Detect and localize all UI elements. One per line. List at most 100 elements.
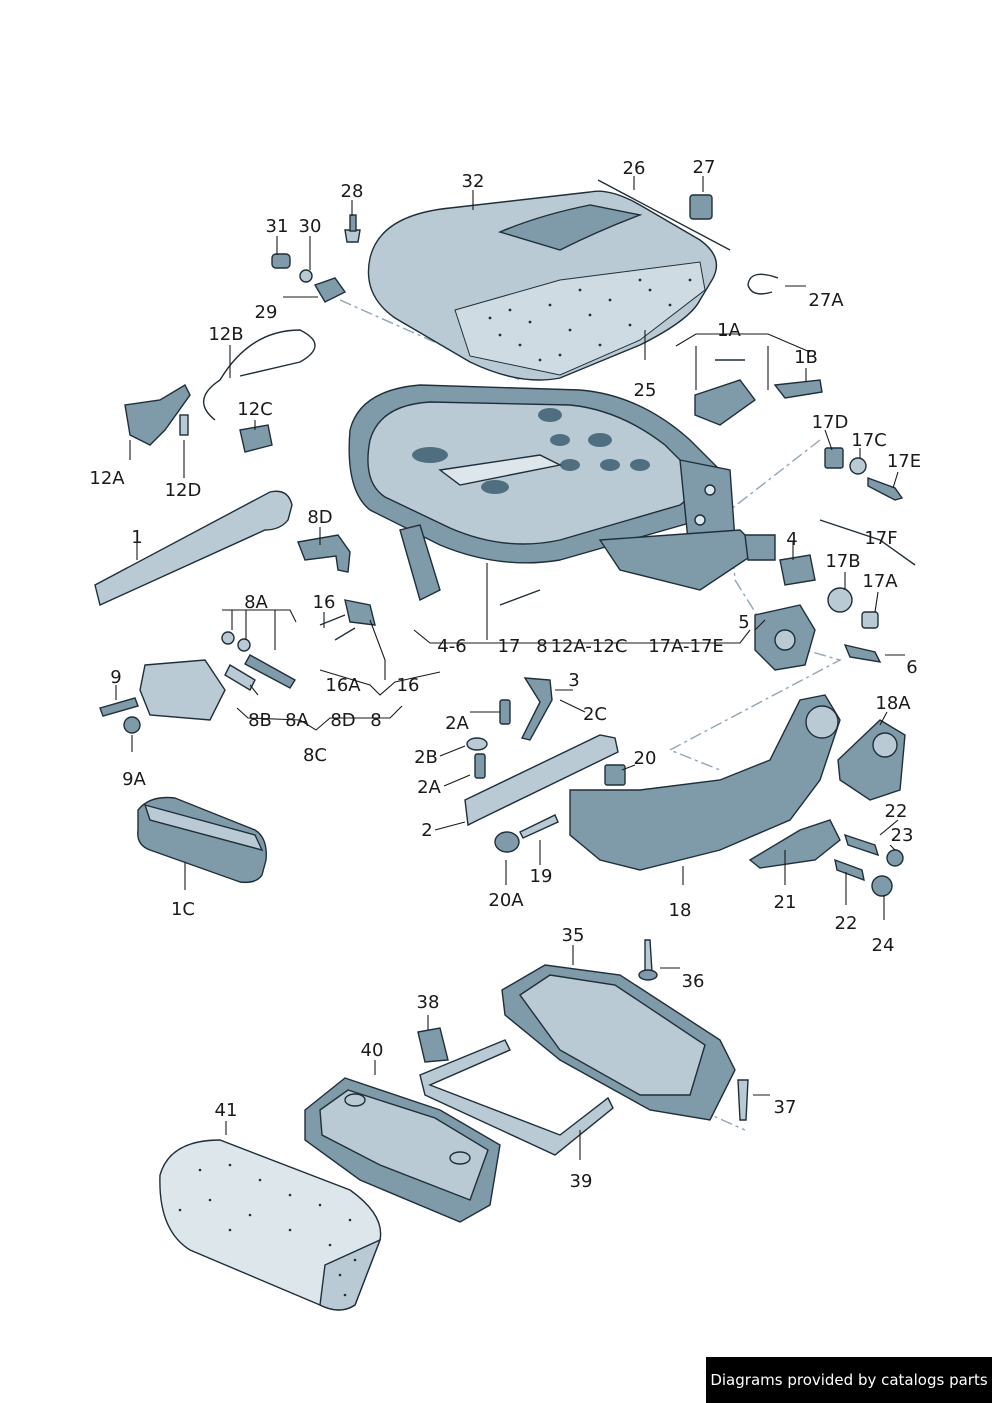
label-12D: 12D	[165, 480, 202, 501]
label-22-lower: 22	[835, 913, 858, 934]
label-31: 31	[266, 216, 289, 237]
label-38: 38	[417, 992, 440, 1013]
label-9A: 9A	[122, 769, 146, 790]
label-22-upper: 22	[885, 801, 908, 822]
label-20: 20	[634, 748, 657, 769]
label-35: 35	[562, 925, 585, 946]
bracket-1A	[694, 359, 756, 426]
label-17E: 17E	[887, 451, 921, 472]
rivet-36	[638, 939, 658, 981]
cap-8D	[297, 534, 351, 573]
screw-2A	[474, 699, 511, 779]
label-1B: 1B	[794, 347, 818, 368]
label-2A-upper: 2A	[445, 713, 469, 734]
clip-38	[417, 1027, 449, 1063]
label-1A: 1A	[717, 320, 741, 341]
label-16-upper: 16	[313, 592, 336, 613]
pin-16	[319, 599, 376, 641]
label-9: 9	[110, 667, 121, 688]
label-17D: 17D	[812, 412, 849, 433]
label-8A-lower: 8A	[285, 710, 309, 731]
seat-mechanism-17	[598, 447, 916, 629]
label-26: 26	[623, 158, 646, 179]
cable-assembly-12	[124, 329, 316, 453]
label-1C: 1C	[171, 899, 195, 920]
label-12B: 12B	[208, 324, 243, 345]
clip-20	[604, 764, 626, 786]
label-29: 29	[255, 302, 278, 323]
label-2C: 2C	[583, 704, 607, 725]
seat-cushion-foam-32	[367, 190, 718, 381]
label-18: 18	[669, 900, 692, 921]
cover-41	[159, 1139, 382, 1311]
pad-1C	[137, 796, 267, 884]
label-16-lower: 16	[397, 675, 420, 696]
bracket-3	[520, 677, 553, 741]
label-41: 41	[215, 1100, 238, 1121]
bolt-8A	[221, 631, 296, 689]
label-32: 32	[462, 171, 485, 192]
ring-27A	[747, 273, 779, 295]
label-5: 5	[738, 612, 749, 633]
label-40: 40	[361, 1040, 384, 1061]
leader-lines	[115, 176, 905, 1160]
part-labels: 32 26 27 27A 28 30 31 29 25 1A 1B 12B 12…	[89, 157, 921, 1192]
label-12C: 12C	[237, 399, 272, 420]
bolt-6	[843, 644, 882, 663]
label-20A: 20A	[488, 890, 524, 911]
bolt-22	[834, 833, 880, 882]
lever-1B	[773, 379, 823, 399]
spring	[499, 589, 541, 606]
label-39: 39	[570, 1171, 593, 1192]
label-17A-17E: 17A-17E	[648, 636, 724, 657]
label-21: 21	[774, 892, 797, 913]
label-37: 37	[774, 1097, 797, 1118]
label-19: 19	[530, 866, 553, 887]
cap-2B	[466, 737, 488, 751]
label-8C: 8C	[303, 745, 327, 766]
sleeve-8B	[224, 664, 256, 691]
label-8D-upper: 8D	[307, 507, 332, 528]
wire-26	[597, 179, 731, 251]
clip-28	[344, 214, 361, 243]
footer-credit: Diagrams provided by catalogs parts	[706, 1357, 992, 1403]
label-6: 6	[906, 657, 917, 678]
label-3: 3	[568, 670, 579, 691]
label-16A: 16A	[325, 675, 361, 696]
bolt-9	[99, 697, 139, 717]
bolt-31	[271, 253, 291, 269]
nut-9A	[123, 716, 141, 734]
frame-39	[419, 1039, 614, 1156]
label-8: 8	[370, 710, 381, 731]
lever-21	[748, 819, 841, 869]
label-27A: 27A	[808, 290, 844, 311]
label-2B: 2B	[414, 747, 438, 768]
label-17A: 17A	[862, 571, 898, 592]
motor-5	[754, 604, 816, 671]
label-8A-upper: 8A	[244, 592, 268, 613]
label-17C: 17C	[851, 430, 886, 451]
side-panel-18	[569, 694, 841, 871]
trim-strip-1	[94, 490, 293, 606]
label-17B: 17B	[825, 551, 860, 572]
label-12A: 12A	[89, 468, 125, 489]
label-2A-lower: 2A	[417, 777, 441, 798]
bracket-18A	[837, 719, 906, 801]
label-28: 28	[341, 181, 364, 202]
module-40	[304, 1077, 501, 1223]
label-24: 24	[872, 935, 895, 956]
label-12A-12C: 12A-12C	[551, 636, 628, 657]
cap-23	[886, 849, 904, 867]
label-17-group: 17	[498, 636, 521, 657]
bar-2	[464, 734, 619, 827]
label-30: 30	[299, 216, 322, 237]
bracket-8C	[139, 659, 226, 721]
clip-27	[689, 194, 713, 220]
label-27: 27	[693, 157, 716, 178]
label-36: 36	[682, 971, 705, 992]
label-1: 1	[131, 527, 142, 548]
housing-35	[501, 964, 736, 1121]
screw-19	[519, 814, 559, 839]
label-17F: 17F	[864, 528, 897, 549]
